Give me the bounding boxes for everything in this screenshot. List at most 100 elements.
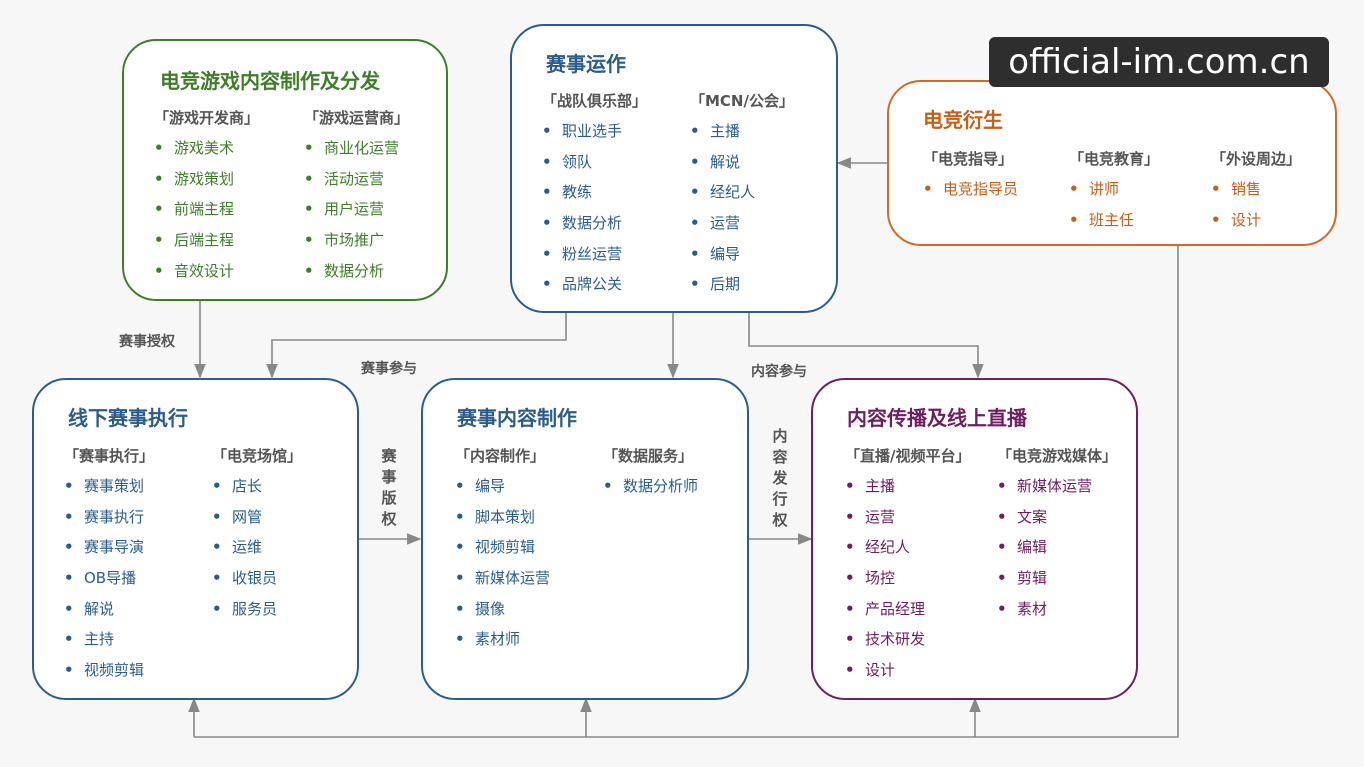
bullet-icon: • xyxy=(304,261,314,280)
role-label: 粉丝运营 xyxy=(562,244,623,263)
arrow-bottom-loop xyxy=(194,245,1179,738)
box-title: 内容传播及线上直播 xyxy=(847,406,1027,430)
bullet-icon: • xyxy=(1211,180,1221,198)
role-item: • 设计 xyxy=(1211,205,1301,236)
bullet-icon: • xyxy=(542,244,552,263)
role-item: •视频剪辑 xyxy=(455,532,550,563)
role-label: 主播 xyxy=(865,477,896,495)
role-item: •后期 xyxy=(690,269,794,300)
role-item: •新媒体运营 xyxy=(997,471,1117,502)
role-label: 前端主程 xyxy=(174,200,235,219)
bullet-icon: • xyxy=(1211,210,1221,229)
bullet-icon: • xyxy=(212,569,222,588)
label-content-participation: 内容参与 xyxy=(751,364,807,380)
column-heading: 「数据服务」 xyxy=(603,447,694,465)
role-label: 素材 xyxy=(1017,599,1048,618)
bullet-icon: • xyxy=(64,507,74,526)
bullet-icon: • xyxy=(64,630,74,649)
bullet-icon: • xyxy=(997,599,1007,618)
role-label: 收银员 xyxy=(232,569,278,588)
role-item: •编辑 xyxy=(997,532,1117,563)
column-heading: 「游戏运营商」 xyxy=(304,109,410,127)
box-title: 电竞游戏内容制作及分发 xyxy=(160,69,380,93)
role-list: •主播•运营•经纪人•场控•产品经理•技术研发•设计 xyxy=(845,471,970,686)
role-label: 解说 xyxy=(710,152,741,171)
bullet-icon: • xyxy=(542,183,552,202)
box-game-content-distribution: 电竞游戏内容制作及分发 「游戏开发商」•游戏美术•游戏策划•前端主程•后端主程•… xyxy=(122,39,448,301)
role-item: • 主播 xyxy=(845,471,970,502)
box-offline-event-execution: 线下赛事执行 「赛事执行」•赛事策划•赛事执行•赛事导演•OB导播•解说•主持•… xyxy=(32,378,359,700)
role-label: 电竞指导员 xyxy=(943,180,1019,198)
role-list: •赛事策划•赛事执行•赛事导演•OB导播•解说•主持•视频剪辑 xyxy=(64,471,154,686)
role-item: •技术研发 xyxy=(845,624,970,655)
role-item: • 解说 xyxy=(690,147,794,178)
role-item: •主播 xyxy=(690,116,794,147)
column-mcn-guild: 「MCN/公会」•主播•解说•经纪人•运营•编导•后期 xyxy=(690,86,794,300)
role-item: • 素材 xyxy=(997,594,1117,625)
role-list: •讲师•班主任 xyxy=(1069,174,1159,235)
column-game-operator: 「游戏运营商」•商业化运营•活动运营•用户运营•市场推广•数据分析 xyxy=(304,103,409,286)
label-content-distribution-right: 内容发行权 xyxy=(772,427,788,529)
role-item: •市场推广 xyxy=(304,225,409,256)
arrow-ops-offline xyxy=(266,312,567,379)
role-item: •剪辑 xyxy=(997,563,1117,594)
bullet-icon: • xyxy=(845,477,855,495)
role-item: •运营 xyxy=(845,502,970,533)
role-label: 游戏策划 xyxy=(174,169,235,188)
bullet-icon: • xyxy=(304,139,314,157)
role-label: 商业化运营 xyxy=(324,139,400,157)
role-label: 职业选手 xyxy=(562,122,623,140)
bullet-icon: • xyxy=(845,538,855,557)
bullet-icon: • xyxy=(64,538,74,557)
bullet-icon: • xyxy=(64,569,74,588)
role-label: 设计 xyxy=(1231,210,1262,229)
box-title: 电竞衍生 xyxy=(923,108,1003,132)
label-event-participation: 赛事参与 xyxy=(361,361,417,377)
column-heading: 「电竞教育」 xyxy=(1069,150,1160,168)
watermark: official-im.com.cn xyxy=(989,37,1329,87)
bullet-icon: • xyxy=(154,139,164,157)
role-label: 店长 xyxy=(232,477,263,495)
role-label: 主播 xyxy=(710,122,741,140)
role-item: •解说 xyxy=(64,594,154,625)
role-label: 用户运营 xyxy=(324,200,385,219)
role-list: •店长•网管•运维•收银员•服务员 xyxy=(212,471,302,624)
role-label: 产品经理 xyxy=(865,599,926,618)
role-item: • 粉丝运营 xyxy=(542,239,647,270)
role-label: 编辑 xyxy=(1017,538,1048,557)
role-item: •服务员 xyxy=(212,594,302,625)
column-data-services: 「数据服务」•数据分析师 xyxy=(603,441,698,502)
role-label: 编导 xyxy=(710,244,741,263)
column-esports-venue: 「电竞场馆」•店长•网管•运维•收银员•服务员 xyxy=(212,441,302,624)
role-item: •视频剪辑 xyxy=(64,655,154,686)
role-list: •电竞指导员 xyxy=(923,174,1018,205)
role-list: •新媒体运营•文案•编辑•剪辑•素材 xyxy=(997,471,1117,624)
arrow-ops-broadcast xyxy=(748,312,984,379)
label-event-license: 赛事授权 xyxy=(119,334,175,350)
bullet-icon: • xyxy=(690,152,700,171)
bullet-icon: • xyxy=(304,200,314,219)
column-esports-coaching: 「电竞指导」•电竞指导员 xyxy=(923,144,1018,205)
role-label: 服务员 xyxy=(232,599,278,618)
role-label: 数据分析 xyxy=(562,214,623,233)
bullet-icon: • xyxy=(690,275,700,294)
column-team-club: 「战队俱乐部」•职业选手•领队•教练•数据分析•粉丝运营•品牌公关 xyxy=(542,86,647,300)
bullet-icon: • xyxy=(154,200,164,219)
bullet-icon: • xyxy=(64,477,74,495)
box-title: 线下赛事执行 xyxy=(68,406,188,430)
role-item: •赛事执行 xyxy=(64,502,154,533)
role-item: •教练 xyxy=(542,177,647,208)
role-item: •摄像 xyxy=(455,594,550,625)
role-item: •设计 xyxy=(845,655,970,686)
role-list: •职业选手•领队•教练•数据分析•粉丝运营•品牌公关 xyxy=(542,116,647,300)
role-label: 解说 xyxy=(84,599,115,618)
bullet-icon: • xyxy=(845,507,855,526)
role-item: •后端主程 xyxy=(154,225,259,256)
role-label: 新媒体运营 xyxy=(475,569,551,588)
bullet-icon: • xyxy=(542,214,552,233)
role-item: •活动运营 xyxy=(304,164,409,195)
bullet-icon: • xyxy=(64,661,74,680)
bullet-icon: • xyxy=(304,231,314,250)
bullet-icon: • xyxy=(455,477,465,495)
